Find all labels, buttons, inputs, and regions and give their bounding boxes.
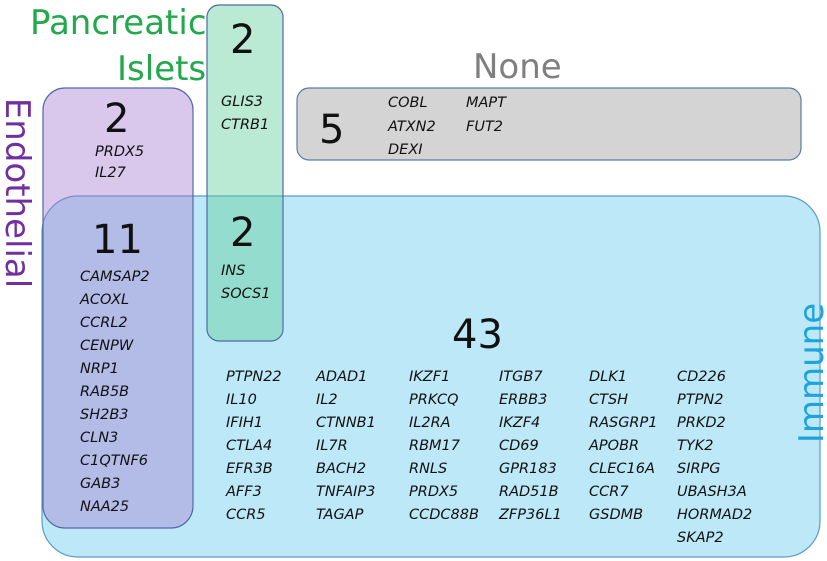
gene-label: EFR3B <box>226 461 273 477</box>
gene-label: PRDX5 <box>409 484 459 500</box>
gene-label: CD226 <box>677 369 726 385</box>
gene-label: INS <box>221 263 246 279</box>
gene-label: IKZF1 <box>409 369 451 385</box>
gene-label: APOBR <box>589 438 640 454</box>
gene-label: GSDMB <box>589 507 644 523</box>
gene-label: SOCS1 <box>221 286 271 302</box>
pancreatic-set <box>206 4 284 342</box>
gene-label: GPR183 <box>499 461 557 477</box>
gene-label: TNFAIP3 <box>316 484 376 500</box>
endothelial-immune-count: 11 <box>92 217 143 263</box>
gene-label: IL7R <box>316 438 348 454</box>
gene-label: ATXN2 <box>388 119 436 135</box>
gene-label: DEXI <box>388 142 423 158</box>
gene-label: CTRB1 <box>221 117 270 133</box>
gene-label: IL2 <box>316 392 338 408</box>
gene-label: IL27 <box>95 165 126 181</box>
gene-label: TAGAP <box>316 507 364 523</box>
pancreatic-only-count: 2 <box>230 17 256 63</box>
gene-label: PRKCQ <box>409 392 459 408</box>
gene-label: IL2RA <box>409 415 451 431</box>
gene-label: PTPN22 <box>226 369 282 385</box>
gene-label: CCDC88B <box>409 507 479 523</box>
gene-label: COBL <box>388 95 428 111</box>
gene-label: CCR5 <box>226 507 266 523</box>
pancreatic-label-line1: Pancreatic <box>30 3 207 43</box>
gene-label: SH2B3 <box>80 407 129 423</box>
gene-label: SIRPG <box>677 461 721 477</box>
gene-label: CAMSAP2 <box>80 269 150 285</box>
gene-label: TYK2 <box>677 438 714 454</box>
gene-label: RASGRP1 <box>589 415 658 431</box>
gene-label: ADAD1 <box>316 369 368 385</box>
gene-label: DLK1 <box>589 369 627 385</box>
gene-label: RAD51B <box>499 484 559 500</box>
gene-label: CTSH <box>589 392 629 408</box>
gene-label: RBM17 <box>409 438 460 454</box>
immune-only-count: 43 <box>452 312 503 358</box>
gene-label: ACOXL <box>80 292 130 308</box>
none-count: 5 <box>319 107 345 153</box>
gene-label: CCRL2 <box>80 315 128 331</box>
gene-label: NRP1 <box>80 361 119 377</box>
gene-label: BACH2 <box>316 461 367 477</box>
none-set <box>296 87 802 161</box>
pancreatic-immune-count: 2 <box>230 210 256 256</box>
gene-label: IFIH1 <box>226 415 264 431</box>
gene-label: MAPT <box>466 95 507 111</box>
pancreatic-label-line2: Islets <box>117 49 207 89</box>
gene-label: PTPN2 <box>677 392 724 408</box>
gene-label: ERBB3 <box>499 392 548 408</box>
gene-label: CD69 <box>499 438 539 454</box>
endothelial-only-count: 2 <box>104 96 130 142</box>
gene-label: CLN3 <box>80 430 119 446</box>
gene-label: RNLS <box>409 461 448 477</box>
endothelial-set <box>42 87 194 529</box>
gene-label: UBASH3A <box>677 484 747 500</box>
immune-label: Immune <box>792 302 827 444</box>
gene-label: NAA25 <box>80 499 130 515</box>
gene-label: PRKD2 <box>677 415 726 431</box>
gene-label: HORMAD2 <box>677 507 753 523</box>
gene-label: SKAP2 <box>677 530 724 546</box>
gene-label: IL10 <box>226 392 257 408</box>
gene-label: GLIS3 <box>221 94 264 110</box>
gene-label: RAB5B <box>80 384 130 400</box>
gene-label: ITGB7 <box>499 369 543 385</box>
gene-label: C1QTNF6 <box>80 453 149 469</box>
gene-label: CTNNB1 <box>316 415 376 431</box>
gene-label: GAB3 <box>80 476 121 492</box>
gene-label: FUT2 <box>466 119 504 135</box>
immune-set <box>41 195 821 558</box>
gene-label: CLEC16A <box>589 461 655 477</box>
gene-label: IKZF4 <box>499 415 541 431</box>
endothelial-label: Endothelial <box>0 97 37 289</box>
gene-label: CTLA4 <box>226 438 273 454</box>
gene-label: CENPW <box>80 338 134 354</box>
gene-label: ZFP36L1 <box>499 507 562 523</box>
gene-label: PRDX5 <box>95 144 145 160</box>
gene-label: AFF3 <box>226 484 262 500</box>
none-label: None <box>473 47 562 87</box>
gene-label: CCR7 <box>589 484 629 500</box>
